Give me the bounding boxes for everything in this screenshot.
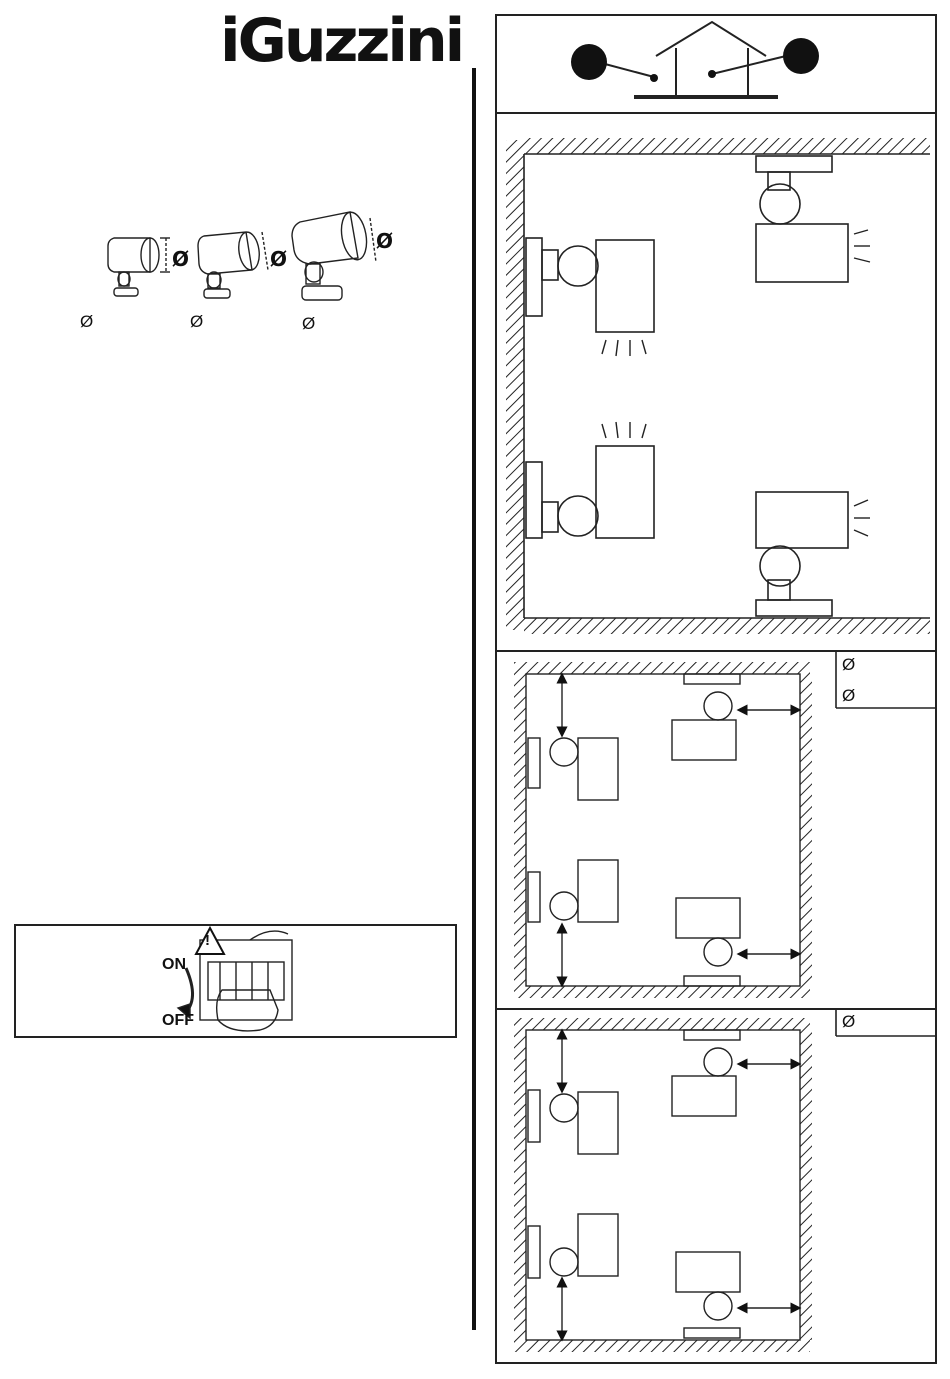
diameter-label-large: Ø (302, 314, 315, 334)
on-label: ON (162, 956, 186, 974)
column-divider (472, 68, 476, 1330)
spacing-panel-2 (495, 1008, 937, 1364)
spacing-1-diameter-tag-1: Ø (842, 655, 855, 675)
spacing-1-diameter-tag-2: Ø (842, 686, 855, 706)
iguzzini-logo: iGuzzini (220, 6, 462, 76)
indoor-outdoor-panel (495, 14, 937, 114)
warning-triangle-icon: ! (205, 932, 210, 949)
off-label: OFF (162, 1012, 194, 1030)
spotlight-large-illustration (292, 210, 376, 300)
diameter-badge-3: Ø (376, 229, 393, 253)
mounting-positions-panel (495, 112, 937, 652)
spotlight-medium-illustration (198, 231, 268, 298)
spacing-panel-1 (495, 650, 937, 1010)
diameter-badge-2: Ø (270, 247, 287, 271)
diameter-label-small: Ø (80, 312, 93, 332)
diameter-badge-1: Ø (172, 247, 189, 271)
spacing-2-diameter-tag-1: Ø (842, 1012, 855, 1032)
diameter-label-medium: Ø (190, 312, 203, 332)
power-off-warning-box (14, 924, 457, 1038)
spotlight-small-illustration (108, 238, 170, 296)
